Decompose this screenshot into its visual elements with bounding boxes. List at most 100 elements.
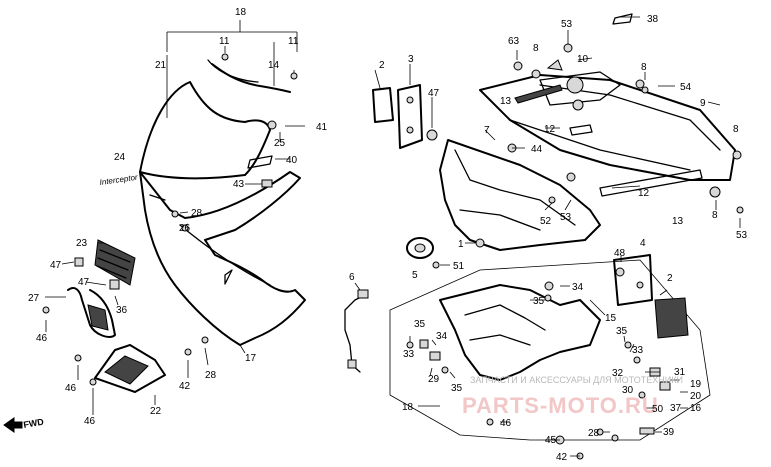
callout-30: 30 [622,385,634,396]
headlight-housing [479,74,736,181]
callout-43: 43 [233,179,245,190]
callout-28c: 28 [588,428,600,439]
bracket-4 [613,254,653,306]
callout-13b: 13 [672,216,684,227]
callout-18a: 18 [235,7,247,18]
callout-18b: 18 [402,402,414,413]
callout-38: 38 [647,14,659,25]
callout-24: 24 [114,152,126,163]
callout-47c: 47 [428,88,440,99]
callout-28b: 28 [205,370,217,381]
callout-26: 26 [179,223,191,234]
bracket-13-lower [599,169,703,197]
callout-17: 17 [245,353,257,364]
inner-panel-box [389,259,711,441]
lower-bracket [94,344,166,393]
callout-27: 27 [28,293,40,304]
callout-37: 37 [670,403,682,414]
left-fasteners [42,120,277,386]
callout-6: 6 [349,272,355,283]
callout-8c: 8 [733,124,739,135]
grommet-51 [432,261,440,269]
callout-35b: 35 [414,319,426,330]
callout-1: 1 [458,239,464,250]
callout-15: 15 [605,313,617,324]
callout-11a: 11 [219,36,230,47]
bracket-12 [569,124,593,136]
instrument-bracket [539,71,621,106]
windscreen [139,81,271,180]
callout-46c: 46 [84,416,96,427]
callout-21: 21 [155,60,167,71]
callout-35d: 35 [451,383,463,394]
callout-23: 23 [76,238,88,249]
lower-fasteners [406,281,671,460]
callout-42b: 42 [556,452,568,463]
callout-3: 3 [408,54,414,65]
right-fasteners [507,43,744,214]
mirror-bracket [67,287,116,338]
side-grill [94,239,136,286]
watermark-line2: PARTS-MOTO.RU [462,393,659,418]
callout-33b: 33 [632,345,644,356]
callout-53b: 53 [560,212,572,223]
duct-sticker: Interceptor [99,173,138,187]
side-panel-2-lower [654,297,689,339]
callout-40: 40 [286,155,298,166]
callout-34a: 34 [572,282,584,293]
callout-29: 29 [428,374,440,385]
callout-14: 14 [268,60,280,71]
callout-12a: 12 [544,124,556,135]
callout-46d: 46 [500,418,512,429]
upper-cowl [139,171,306,346]
callout-25: 25 [274,138,286,149]
callout-47b: 47 [78,277,90,288]
callout-44: 44 [531,144,543,155]
bracket-13-upper [514,84,563,104]
callout-52: 52 [540,216,552,227]
callout-32: 32 [612,368,624,379]
clip-1 [475,238,485,248]
callout-28a: 28 [191,208,203,219]
callout-31: 31 [674,367,686,378]
callout-10: 10 [577,54,589,65]
callout-35c: 35 [616,326,628,337]
callout-2a: 2 [379,60,385,71]
callout-51: 51 [453,261,465,272]
screw-11-left [221,53,229,61]
callout-50: 50 [652,404,664,415]
watermark-line1: ЗАПЧАСТИ И АКСЕССУАРЫ ДЛЯ МОТОТЕХНИКИ [470,375,683,385]
callout-39: 39 [663,427,675,438]
callout-36: 36 [116,305,128,316]
callout-19: 19 [690,379,702,390]
callout-labels: 18 11 11 21 14 41 25 40 24 43 28 26 23 4… [28,7,748,463]
callout-8a: 8 [533,43,539,54]
callout-34b: 34 [436,331,448,342]
callout-42a: 42 [179,381,191,392]
callout-46b: 46 [65,383,77,394]
callout-47a: 47 [50,260,62,271]
callout-9: 9 [700,98,706,109]
callout-20: 20 [690,391,702,402]
callout-5: 5 [412,270,418,281]
callout-53c: 53 [736,230,748,241]
callout-8b: 8 [641,62,647,73]
callout-13a: 13 [500,96,512,107]
inner-panel [439,284,601,381]
callout-12b: 12 [638,188,650,199]
callout-4: 4 [640,238,646,249]
callout-11b: 11 [288,36,299,47]
callout-48: 48 [614,248,626,259]
callout-35a: 35 [533,296,545,307]
callout-53a: 53 [561,19,573,30]
fwd-text: FWD [23,416,45,429]
bracket-18 [166,20,298,52]
fwd-arrow: FWD [3,416,45,433]
callout-63: 63 [508,36,520,47]
callout-8d: 8 [712,210,718,221]
callout-45: 45 [545,435,557,446]
bracket-3 [397,84,423,149]
side-panel-2 [372,87,394,123]
callout-2b: 2 [667,273,673,284]
